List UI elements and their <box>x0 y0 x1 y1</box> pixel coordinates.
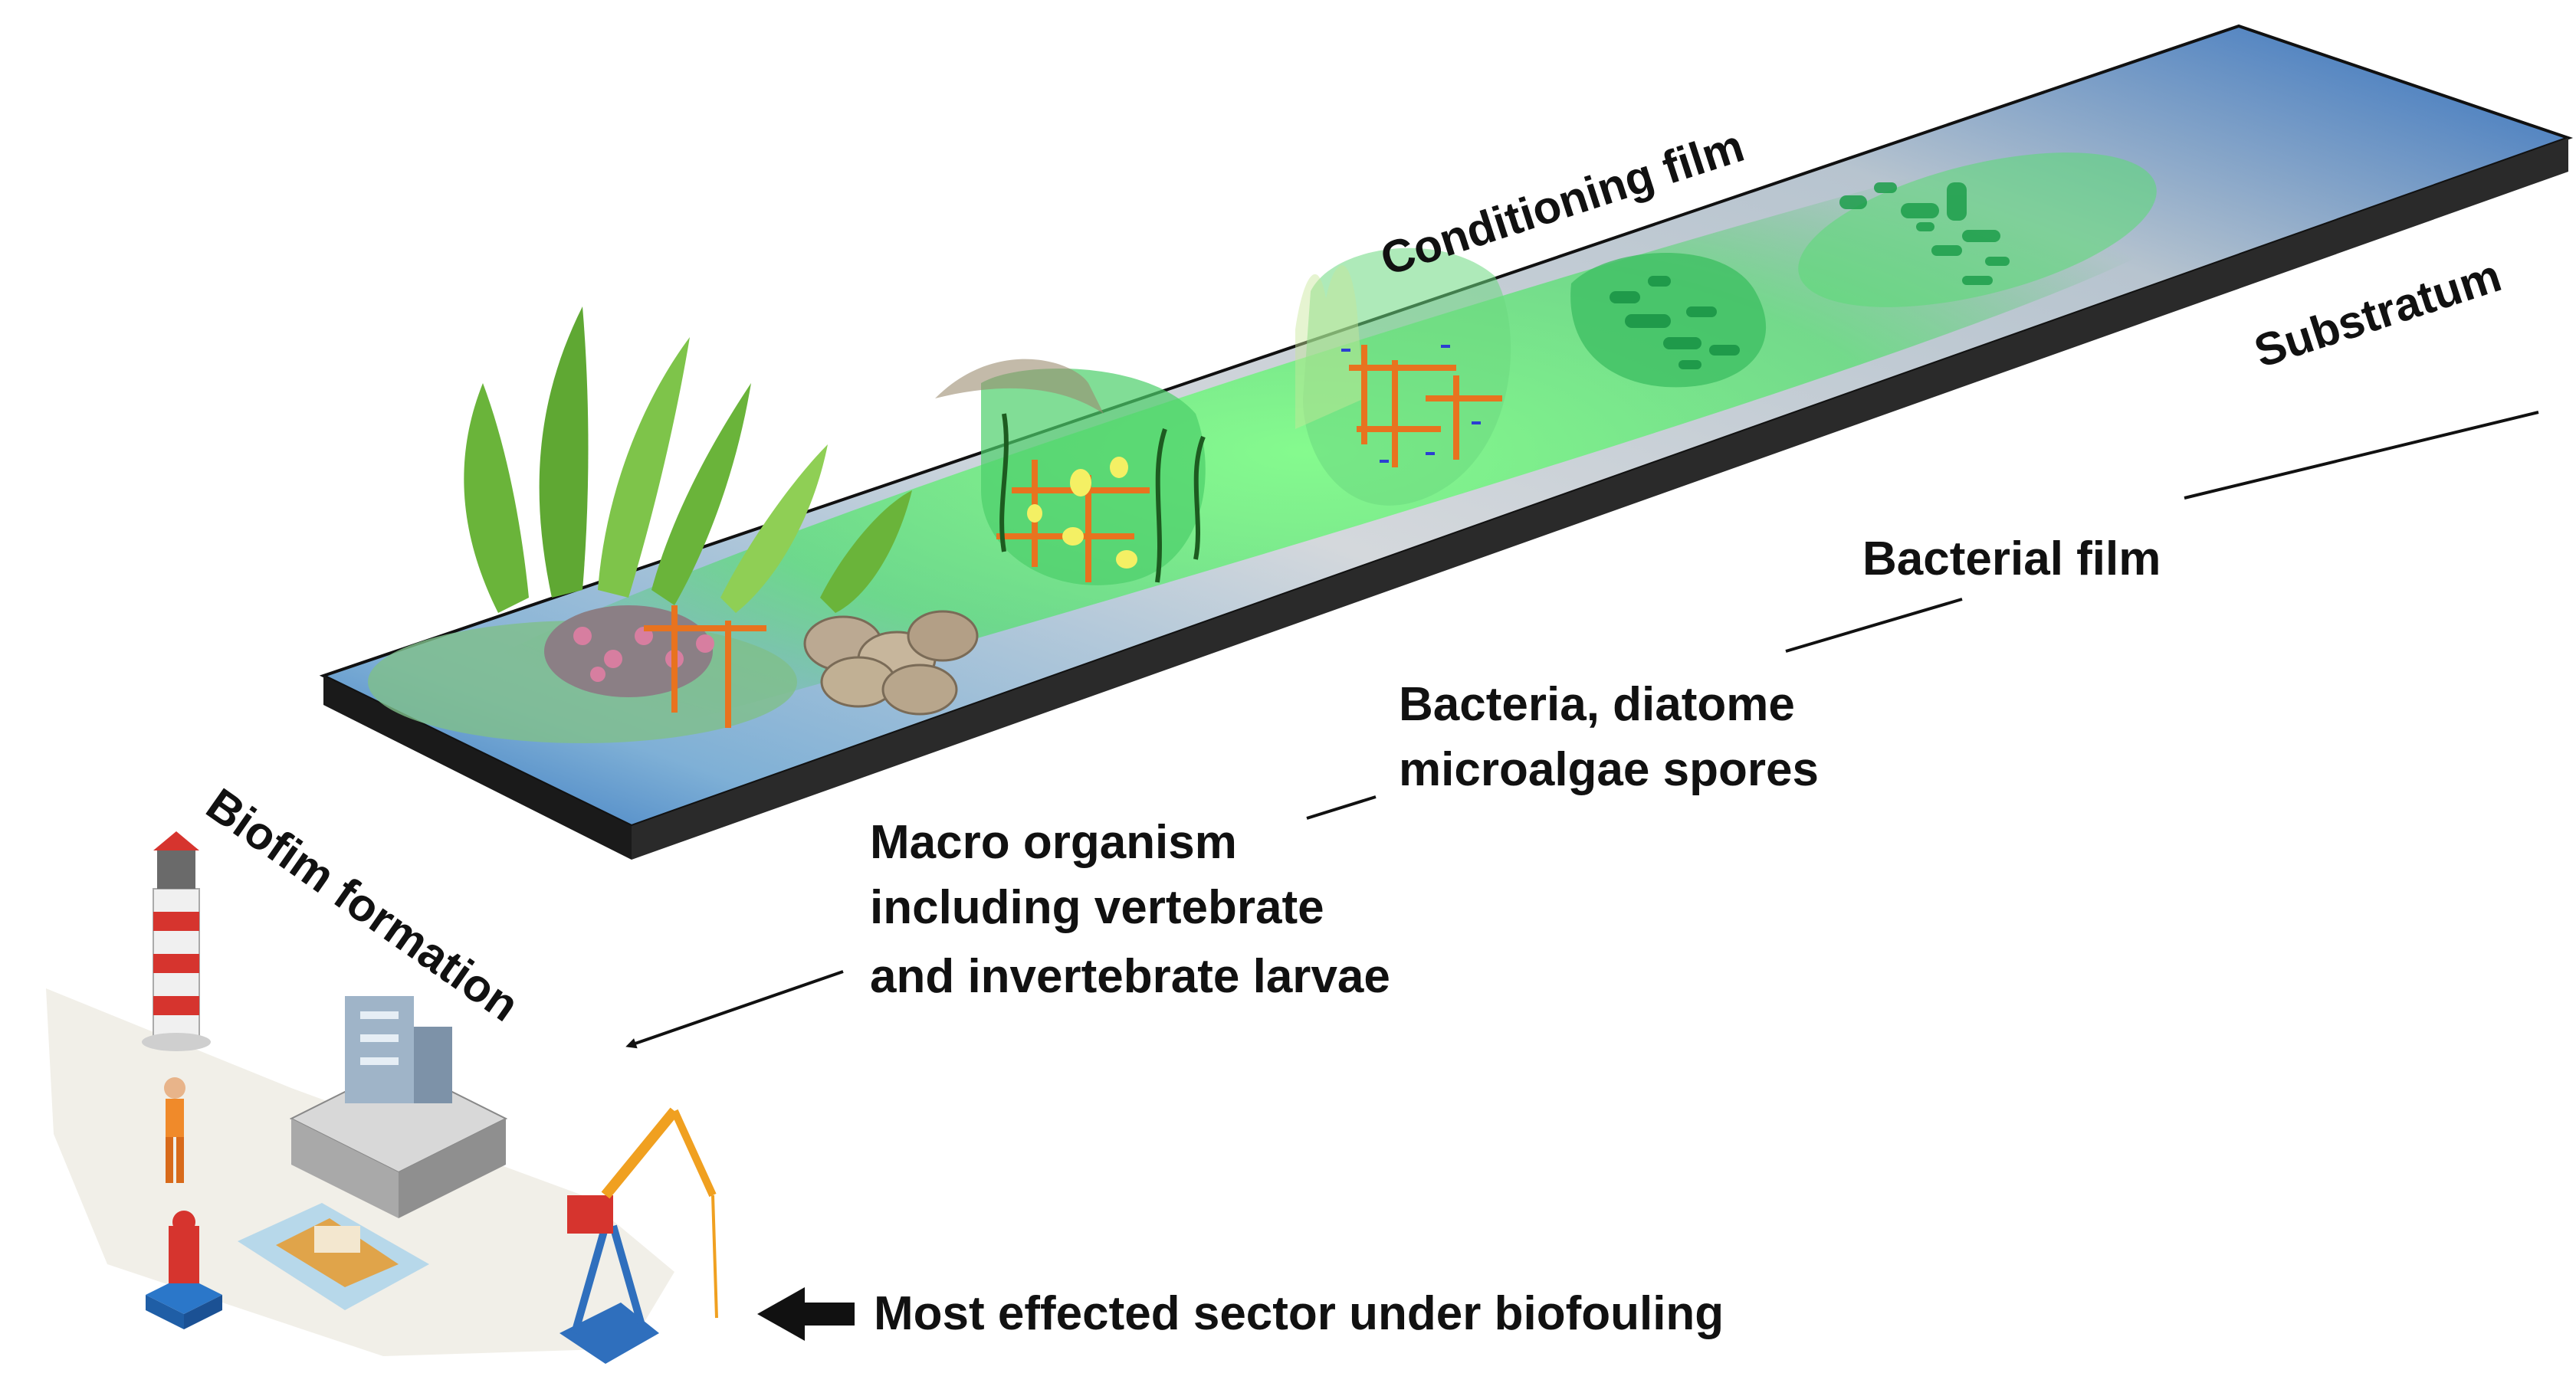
ship-icon <box>238 1203 429 1310</box>
conditioning-film-blobs <box>1839 182 2010 285</box>
clam-shells-icon <box>803 610 979 716</box>
worker-icon <box>164 1077 185 1183</box>
biofilm-formation-label: Biofim formation <box>198 778 529 1031</box>
macro-label-line2: including vertebrate <box>870 881 1324 934</box>
spores-cluster <box>935 359 1206 585</box>
bacteria-label-line1: Bacteria, diatome <box>1399 678 1795 731</box>
macro-label-line1: Macro organism <box>870 816 1237 869</box>
port-crane-icon <box>560 1107 718 1364</box>
bacteria-label-line2: microalgae spores <box>1399 743 1819 796</box>
lighthouse-icon <box>142 831 211 1051</box>
most-effected-label: Most effected sector under biofouling <box>874 1287 1724 1340</box>
bacteria-diatome-cluster <box>1295 247 1511 506</box>
sector-illustration <box>46 831 718 1364</box>
sector-arrow <box>757 1287 855 1341</box>
buoy-icon <box>146 1211 222 1329</box>
macro-organism-cluster <box>368 306 979 743</box>
office-building-icon <box>289 996 508 1218</box>
macro-label-line3: and invertebrate larvae <box>870 950 1390 1003</box>
bacterial-film-label: Bacterial film <box>1862 533 2161 585</box>
leader-lines <box>625 411 2539 1049</box>
seaweed-icon <box>464 306 912 613</box>
bacterial-film-blob <box>1570 253 1767 388</box>
